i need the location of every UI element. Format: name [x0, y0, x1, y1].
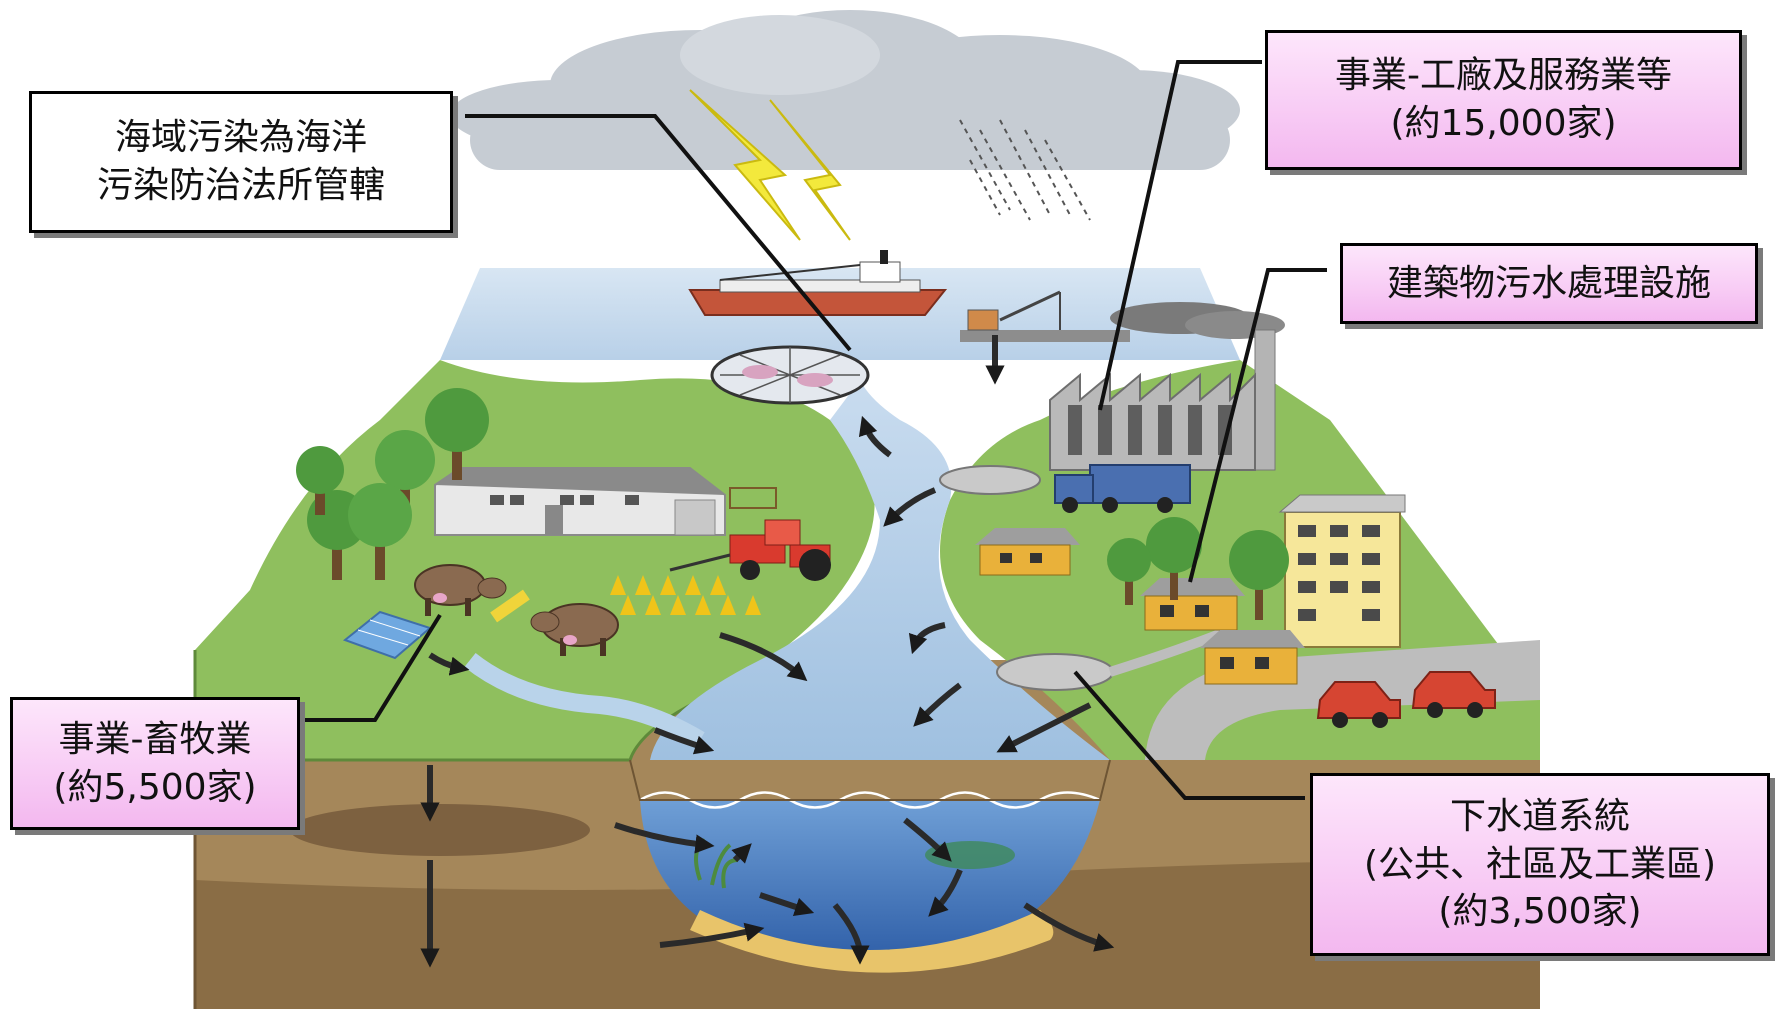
truck	[1054, 464, 1191, 513]
hay-bale	[490, 589, 530, 623]
cargo-ship	[688, 250, 948, 316]
rain-lines	[959, 119, 1091, 221]
sediment-layer	[690, 910, 1054, 973]
tractor	[669, 519, 831, 581]
flow-arrows	[420, 335, 1115, 968]
car	[1411, 671, 1496, 718]
treatment-tank-lower	[996, 653, 1114, 691]
tree	[1107, 538, 1151, 605]
water-basin	[640, 800, 1100, 960]
callout-leaders	[300, 60, 1327, 800]
treatment-tank-upper	[939, 465, 1041, 495]
tree	[296, 446, 344, 515]
tree	[1146, 517, 1202, 600]
callout-livestock: 事業-畜牧業 (約5,500家)	[10, 697, 300, 830]
cow	[414, 564, 507, 616]
callout-line: 事業-畜牧業	[58, 718, 252, 760]
callout-sewer-system: 下水道系統 (公共、社區及工業區) (約3,500家)	[1310, 773, 1770, 956]
fence	[729, 487, 777, 509]
house	[1200, 630, 1305, 685]
callout-factory-services: 事業-工廠及服務業等 (約15,000家)	[1265, 30, 1742, 170]
callout-line: 建築物污水處理設施	[1386, 262, 1711, 304]
callout-line: (公共、社區及工業區)	[1363, 843, 1717, 885]
callout-line: (約5,500家)	[53, 766, 257, 808]
callout-line: 下水道系統	[1449, 796, 1630, 838]
lightning-icon	[689, 89, 801, 241]
river	[650, 380, 1110, 760]
callout-line: (約15,000家)	[1390, 103, 1617, 144]
crops	[610, 575, 761, 615]
callout-marine-pollution: 海域污染為海洋 污染防治法所管轄	[29, 91, 453, 233]
house	[1140, 578, 1245, 631]
callout-line: 污染防治法所管轄	[96, 165, 385, 206]
rain-cloud	[450, 10, 1240, 170]
callout-line: 事業-工廠及服務業等	[1335, 55, 1672, 97]
sludge-pool	[290, 804, 590, 856]
callout-line: (約3,500家)	[1438, 891, 1642, 933]
house	[975, 528, 1080, 576]
callout-line: 海域污染為海洋	[114, 117, 367, 159]
apartment-building	[1278, 494, 1406, 648]
left-land	[195, 360, 875, 760]
tree	[425, 388, 489, 480]
fish-net	[710, 345, 870, 405]
car	[1316, 681, 1401, 728]
tree	[348, 483, 412, 580]
callout-building-sewage: 建築物污水處理設施	[1340, 243, 1758, 324]
cow	[530, 603, 619, 656]
pier-crane	[960, 290, 1130, 342]
farm-barn	[434, 467, 726, 536]
stream	[464, 652, 705, 748]
tree	[1229, 530, 1289, 620]
